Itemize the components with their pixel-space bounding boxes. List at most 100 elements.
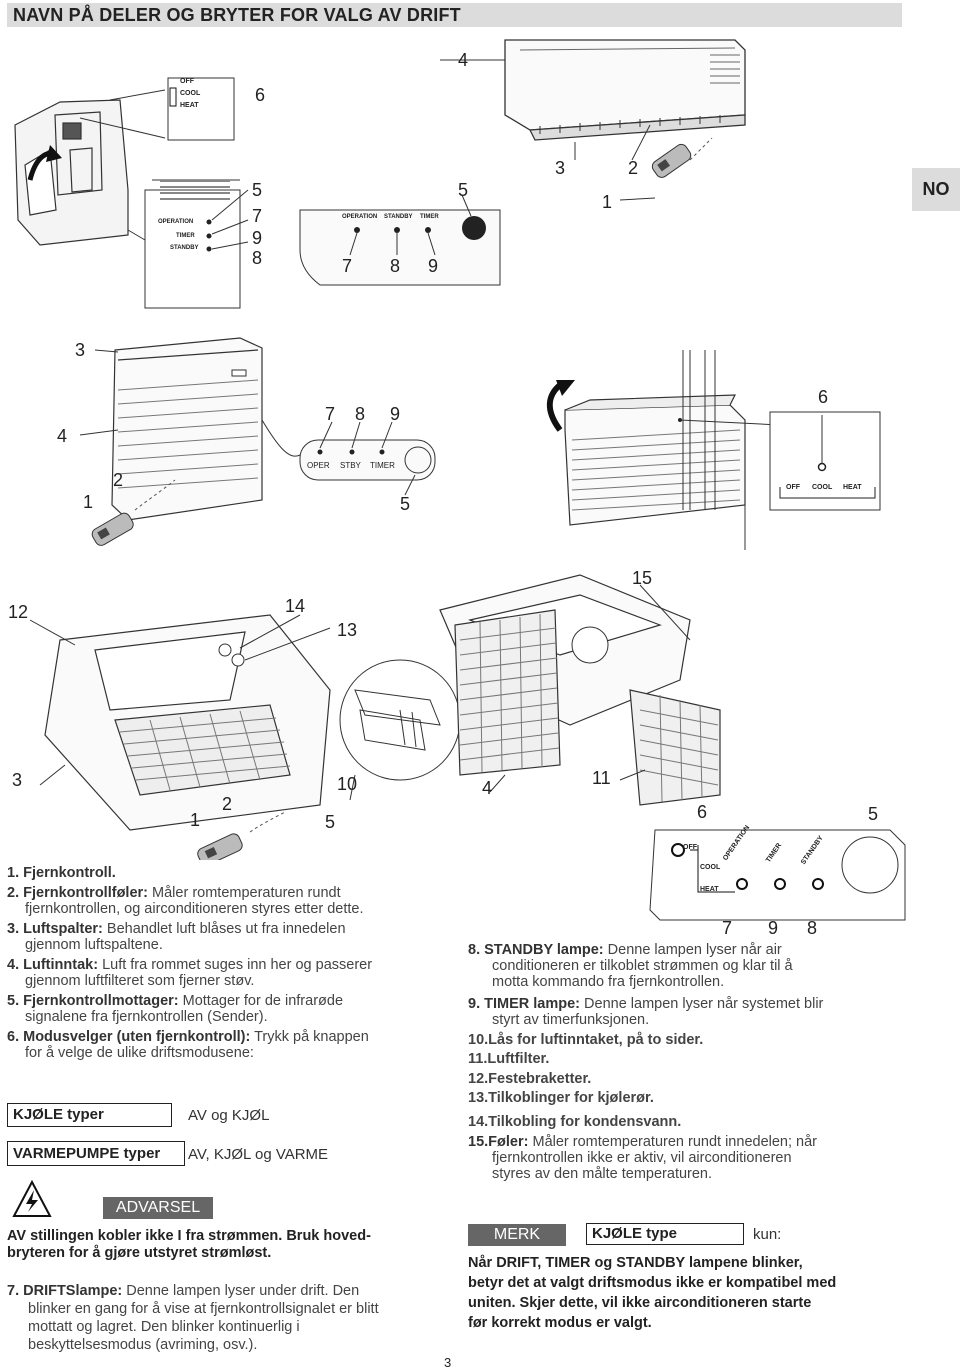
list-item-3-cont: gjennom luftspaltene.	[25, 937, 163, 953]
list-item-4-cont: gjennom luftfilteret som fjerner støv.	[25, 973, 255, 989]
note-line-4: før korrekt modus er valgt.	[468, 1315, 652, 1331]
callout-9: 9	[768, 918, 779, 938]
callout-6: 6	[818, 387, 829, 407]
callout-5b: 5	[458, 180, 469, 200]
list-item-9-line-2: styrt av timerfunksjonen.	[492, 1012, 650, 1028]
switch-label-off: OFF	[786, 484, 800, 491]
mode-type-cooling: KJØLE typer	[7, 1103, 172, 1127]
callout-9: 9	[252, 228, 263, 248]
list-item-2: 2. Fjernkontrollføler: Måler romtemperat…	[7, 885, 341, 901]
list-item-1: 1. Fjernkontroll.	[7, 865, 116, 881]
list-item-8-line-2: conditioneren er tilkoblet strømmen og k…	[492, 958, 793, 974]
callout-8b: 8	[390, 256, 401, 276]
list-item-4: 4. Luftinntak: Luft fra rommet suges inn…	[7, 957, 373, 973]
list-item-11: 11.Luftfilter.	[468, 1051, 550, 1067]
callout-2: 2	[113, 470, 124, 490]
figure-wall-unit: OFF COOL HEAT OPERATION TIMER STANDBY OP…	[0, 30, 910, 320]
language-tab: NO	[912, 168, 960, 211]
warning-line-2: bryteren for å gjøre utstyret strømløst.	[7, 1245, 272, 1261]
switch-label-cool: COOL	[700, 864, 721, 871]
figure-console-unit: OPER STBY TIMER OFF COOL HEAT 3 4 1 2 7 …	[0, 320, 910, 560]
list-item-9: 9. TIMER lampe: Denne lampen lyser når s…	[468, 996, 824, 1012]
callout-1: 1	[83, 492, 94, 512]
panel-b-label-operation: OPERATION	[342, 214, 378, 220]
callout-3: 3	[75, 340, 86, 360]
note-kun: kun:	[753, 1226, 782, 1243]
list-item-3: 3. Luftspalter: Behandlet luft blåses ut…	[7, 921, 346, 937]
callout-7: 7	[325, 404, 336, 424]
panel-b-label-timer: TIMER	[420, 214, 439, 220]
figure-cassette-unit: 12 14 13 15 3 10 2 1 5 4 11	[0, 560, 910, 860]
figure-control-panel: 6 5 OFF COOL HEAT OPERATION TIMER STANDB…	[640, 800, 910, 940]
note-line-3: uniten. Skjer dette, vil ikke airconditi…	[468, 1295, 812, 1311]
list-item-14: 14.Tilkobling for kondensvann.	[468, 1114, 682, 1130]
callout-12: 12	[8, 602, 29, 622]
callout-5: 5	[252, 180, 263, 200]
list-item-6: 6. Modusvelger (uten fjernkontroll): Try…	[7, 1029, 369, 1045]
callout-6: 6	[255, 85, 266, 105]
callout-3: 3	[555, 158, 566, 178]
callout-4: 4	[482, 778, 493, 798]
page-number: 3	[444, 1355, 452, 1370]
note-line-2: betyr det at valgt driftsmodus ikke er k…	[468, 1275, 837, 1291]
list-item-6-cont: for å velge de ulike driftsmodusene:	[25, 1045, 254, 1061]
callout-15: 15	[632, 568, 653, 588]
callout-9b: 9	[428, 256, 439, 276]
list-item-2-cont: fjernkontrollen, og airconditioneren sty…	[25, 901, 364, 917]
cassette-unit-drawing	[29, 574, 721, 860]
callout-5: 5	[325, 812, 336, 832]
note-line-1: Når DRIFT, TIMER og STANDBY lampene blin…	[468, 1255, 803, 1271]
callout-8: 8	[355, 404, 366, 424]
list-item-15-line-3: styres av den målte temperaturen.	[492, 1166, 713, 1182]
callout-11: 11	[592, 768, 611, 788]
switch-label-heat: HEAT	[700, 886, 719, 893]
panel-label-stby: STBY	[340, 461, 361, 470]
callout-2: 2	[628, 158, 639, 178]
callout-4: 4	[458, 50, 469, 70]
list-item-7-line-4: beskyttelsesmodus (avriming, osv.).	[28, 1337, 258, 1353]
mode-values-heatpump: AV, KJØL og VARME	[188, 1146, 329, 1163]
warning-icon	[12, 1179, 52, 1220]
list-item-8: 8. STANDBY lampe: Denne lampen lyser når…	[468, 942, 782, 958]
mode-values-cooling: AV og KJØL	[188, 1107, 270, 1124]
callout-10: 10	[337, 774, 358, 794]
panel-label-standby: STANDBY	[170, 245, 199, 251]
callout-1: 1	[190, 810, 201, 830]
list-item-8-line-3: motta kommando fra fjernkontrollen.	[492, 974, 725, 990]
callout-4: 4	[57, 426, 68, 446]
list-item-7: 7. DRIFTSlampe: Denne lampen lyser under…	[7, 1283, 447, 1353]
switch-label-heat: HEAT	[843, 484, 862, 491]
switch-label-heat: HEAT	[180, 102, 199, 109]
list-item-13: 13.Tilkoblinger for kjølerør.	[468, 1090, 654, 1106]
list-item-10: 10.Lås for luftinntaket, på to sider.	[468, 1032, 704, 1048]
callout-1: 1	[602, 192, 613, 212]
callout-3: 3	[12, 770, 23, 790]
wall-unit-drawing	[14, 39, 746, 309]
callout-8: 8	[252, 248, 263, 268]
list-item-5-cont: signalene fra fjernkontrollen (Sender).	[25, 1009, 268, 1025]
callout-7: 7	[722, 918, 733, 938]
callout-6: 6	[697, 802, 708, 822]
panel-label-timer: TIMER	[370, 461, 395, 470]
list-item-7-line-2: blinker en gang for å vise at fjernkontr…	[28, 1301, 379, 1317]
list-item-12: 12.Festebraketter.	[468, 1071, 592, 1087]
warning-label: ADVARSEL	[103, 1197, 213, 1219]
page-header: NAVN PÅ DELER OG BRYTER FOR VALG AV DRIF…	[7, 3, 902, 27]
switch-label-cool: COOL	[812, 484, 833, 491]
callout-13: 13	[337, 620, 358, 640]
callout-7: 7	[252, 206, 263, 226]
console-unit-drawing	[79, 337, 881, 550]
note-label: MERK	[468, 1224, 566, 1246]
switch-label-off: OFF	[180, 78, 194, 85]
callout-7b: 7	[342, 256, 353, 276]
page-title: NAVN PÅ DELER OG BRYTER FOR VALG AV DRIF…	[13, 5, 461, 25]
panel-label-timer: TIMER	[176, 233, 195, 239]
control-panel-drawing	[649, 829, 906, 921]
callout-9: 9	[390, 404, 401, 424]
note-type-box: KJØLE type	[586, 1223, 744, 1245]
callout-8: 8	[807, 918, 818, 938]
list-item-7-line-3: mottatt og lagret. Den blinker kontinuer…	[28, 1319, 300, 1335]
callout-5: 5	[400, 494, 411, 514]
callout-14: 14	[285, 596, 306, 616]
panel-label-oper: OPER	[307, 461, 330, 470]
